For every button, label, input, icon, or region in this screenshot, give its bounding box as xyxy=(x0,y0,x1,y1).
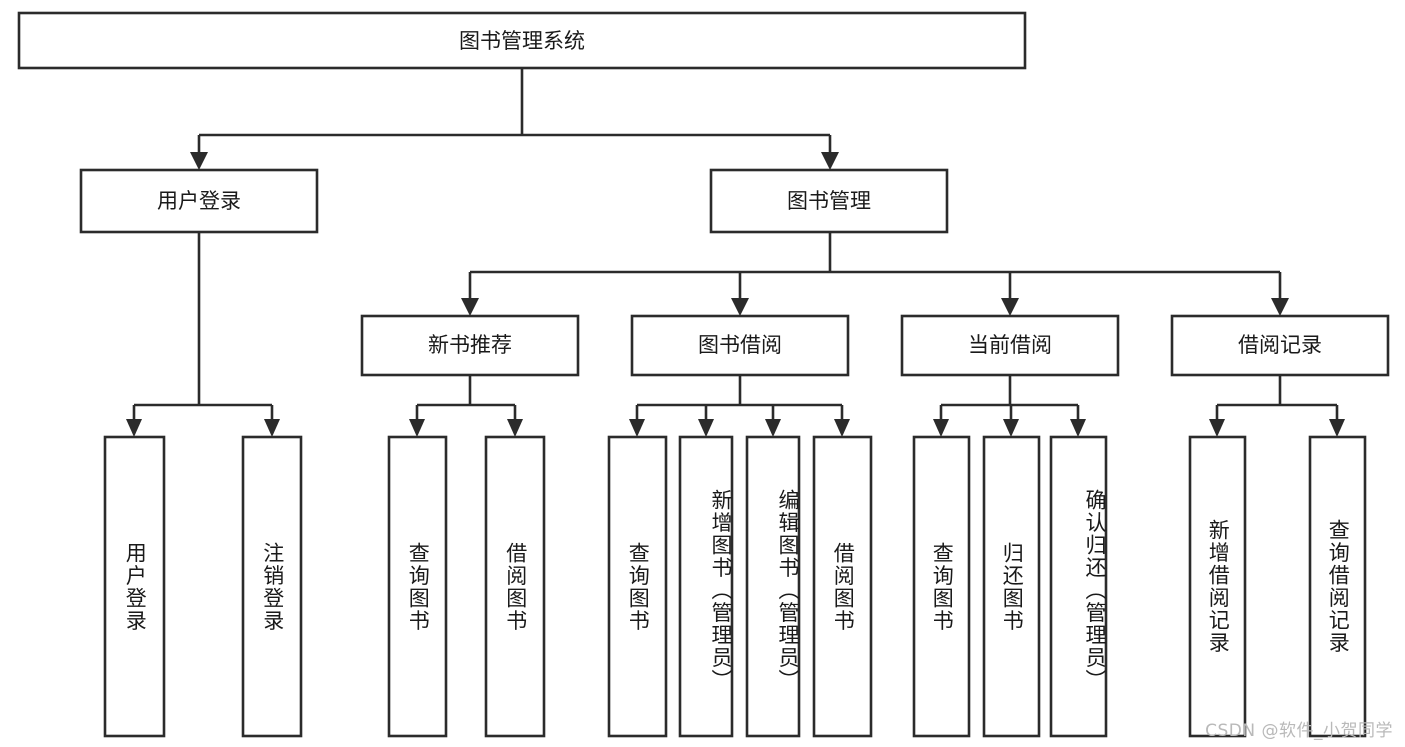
node-current-borrow[interactable]: 当前借阅 xyxy=(900,314,1120,377)
arrowhead-user-login xyxy=(190,152,208,170)
leaf-box-br-query-record[interactable] xyxy=(1308,435,1367,738)
node-borrow-record-label: 借阅记录 xyxy=(1238,333,1322,357)
node-book-management-box[interactable] xyxy=(709,168,949,234)
node-borrow-record[interactable]: 借阅记录 xyxy=(1170,314,1390,377)
leaf-box-nb-query-book[interactable] xyxy=(387,435,448,738)
node-root-label: 图书管理系统 xyxy=(459,29,585,53)
node-current-borrow-label: 当前借阅 xyxy=(968,333,1052,357)
leaf-box-cb-confirm-return-admin[interactable] xyxy=(1049,435,1108,738)
leaf-box-logout[interactable] xyxy=(241,435,303,738)
arrowhead-book-mgmt xyxy=(821,152,839,170)
arrowhead-br-leaf1 xyxy=(1209,419,1225,437)
node-book-borrow-box[interactable] xyxy=(630,314,850,377)
node-user-login-box[interactable] xyxy=(79,168,319,234)
node-new-book-recommend[interactable]: 新书推荐 xyxy=(360,314,580,377)
node-book-borrow-label: 图书借阅 xyxy=(698,333,782,357)
leaf-box-bb-add-book-admin[interactable] xyxy=(678,435,734,738)
leaf-box-br-add-record[interactable] xyxy=(1188,435,1247,738)
arrowhead-borrow-record xyxy=(1271,298,1289,316)
node-book-management-label: 图书管理 xyxy=(787,189,871,213)
node-user-login-label: 用户登录 xyxy=(157,189,241,213)
arrowhead-leaf-logout xyxy=(264,419,280,437)
leaf-box-layer xyxy=(103,435,1367,738)
leaf-box-bb-query-book[interactable] xyxy=(607,435,668,738)
arrowhead-bb-leaf1 xyxy=(629,419,645,437)
node-book-borrow[interactable]: 图书借阅 xyxy=(630,314,850,377)
node-root[interactable]: 图书管理系统 xyxy=(17,11,1027,70)
arrowhead-book-borrow xyxy=(731,298,749,316)
arrowhead-bb-leaf4 xyxy=(834,419,850,437)
arrowhead-new-book xyxy=(461,298,479,316)
node-book-management[interactable]: 图书管理 xyxy=(709,168,949,234)
leaf-box-cb-return-book[interactable] xyxy=(982,435,1041,738)
leaf-box-cb-query-book[interactable] xyxy=(912,435,971,738)
leaf-box-user-login[interactable] xyxy=(103,435,166,738)
node-root-box[interactable] xyxy=(17,11,1027,70)
arrowhead-leaf-user-login xyxy=(126,419,142,437)
node-new-book-recommend-label: 新书推荐 xyxy=(428,333,512,357)
leaf-box-bb-edit-book-admin[interactable] xyxy=(745,435,801,738)
node-current-borrow-box[interactable] xyxy=(900,314,1120,377)
arrowhead-cb-leaf3 xyxy=(1070,419,1086,437)
csdn-watermark: CSDN @软件_小贺同学 xyxy=(1205,721,1393,741)
arrowhead-current-borrow xyxy=(1001,298,1019,316)
arrowhead-nb-leaf2 xyxy=(507,419,523,437)
arrowhead-cb-leaf1 xyxy=(933,419,949,437)
leaf-box-bb-borrow-book[interactable] xyxy=(812,435,873,738)
node-borrow-record-box[interactable] xyxy=(1170,314,1390,377)
leaf-box-nb-borrow-book[interactable] xyxy=(484,435,546,738)
arrowhead-br-leaf2 xyxy=(1329,419,1345,437)
node-user-login[interactable]: 用户登录 xyxy=(79,168,319,234)
arrowhead-bb-leaf2 xyxy=(698,419,714,437)
connector-layer xyxy=(126,68,1345,437)
node-new-book-recommend-box[interactable] xyxy=(360,314,580,377)
arrowhead-nb-leaf1 xyxy=(409,419,425,437)
arrowhead-bb-leaf3 xyxy=(765,419,781,437)
arrowhead-cb-leaf2 xyxy=(1003,419,1019,437)
